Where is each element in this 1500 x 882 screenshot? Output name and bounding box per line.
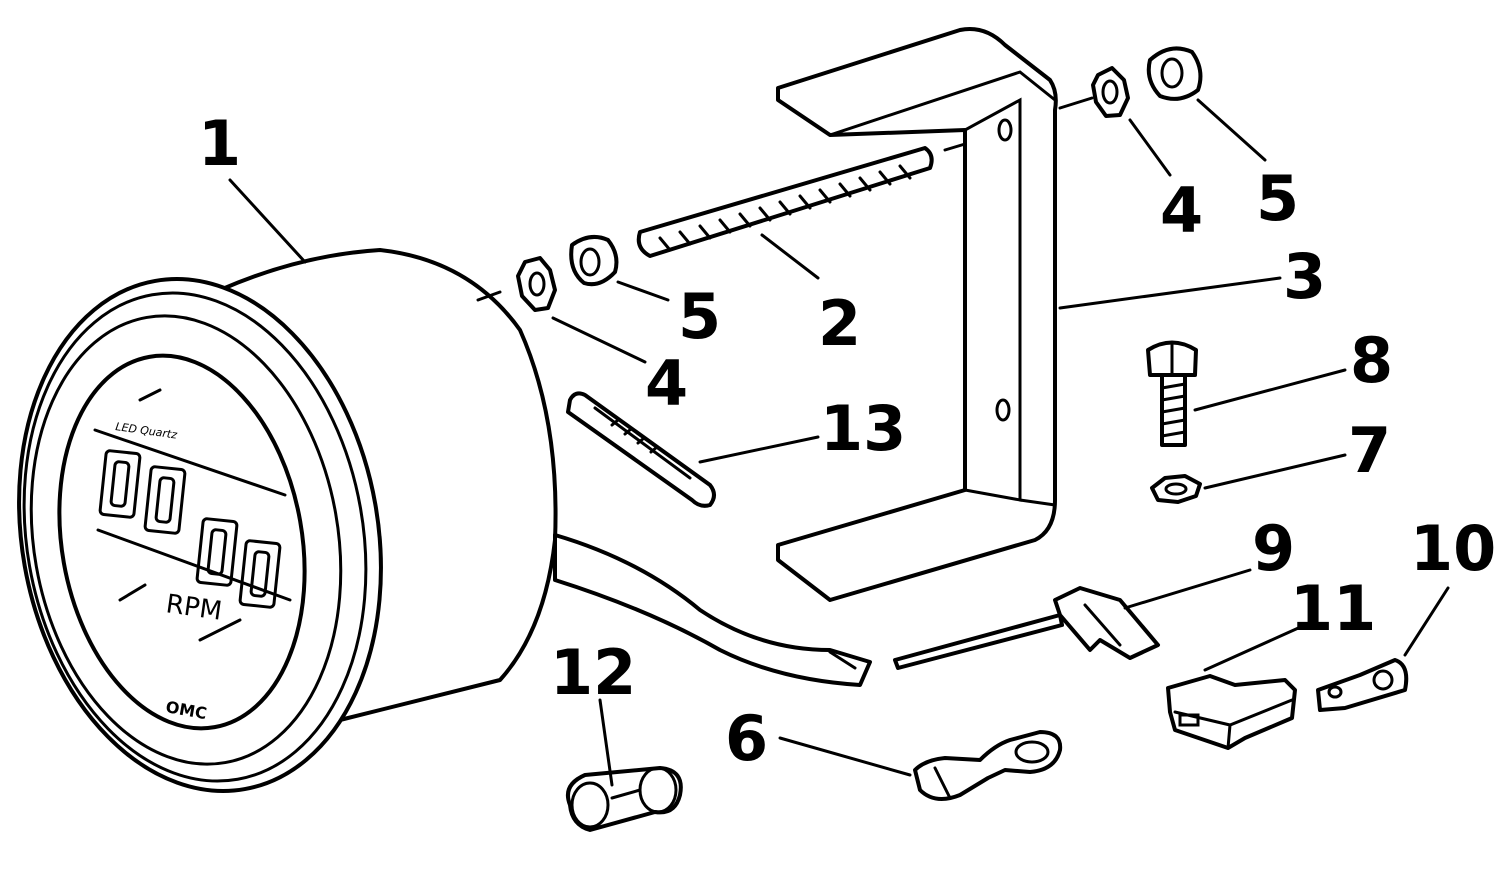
part-13-connector-pin xyxy=(566,391,716,508)
callout-4a: 4 xyxy=(645,347,688,420)
leader-lines xyxy=(228,98,1450,787)
callout-11: 11 xyxy=(1290,572,1376,645)
leader-11 xyxy=(1203,623,1307,672)
part-9-terminal-wire xyxy=(893,586,1160,670)
callout-7: 7 xyxy=(1348,414,1391,487)
callout-12: 12 xyxy=(550,636,636,709)
leader-9 xyxy=(1123,568,1252,610)
callout-10: 10 xyxy=(1410,512,1496,585)
leader-4b xyxy=(1128,118,1172,177)
leader-10 xyxy=(1403,586,1450,657)
leader-4a xyxy=(551,316,647,364)
part-5-nut-right xyxy=(1146,46,1203,101)
leader-5b xyxy=(1196,98,1267,162)
callout-3: 3 xyxy=(1283,240,1326,313)
part-4-washer-left xyxy=(516,256,557,312)
leader-gauge-stub xyxy=(476,290,502,302)
part-4-washer-right xyxy=(1058,66,1130,118)
callout-9: 9 xyxy=(1252,512,1295,585)
part-7-lock-washer xyxy=(1150,474,1202,504)
part-5-nut-left xyxy=(569,234,619,287)
leader-8 xyxy=(1193,368,1347,412)
callout-4b: 4 xyxy=(1160,174,1203,247)
leader-3 xyxy=(1058,276,1282,310)
part-1-tachometer: LED Quartz RPM OMC xyxy=(17,248,872,793)
callout-13: 13 xyxy=(820,392,906,465)
leader-12 xyxy=(598,698,614,787)
callout-6: 6 xyxy=(725,702,768,775)
leader-2 xyxy=(760,233,820,280)
leader-1 xyxy=(228,178,307,264)
callout-1: 1 xyxy=(198,107,241,180)
leader-13 xyxy=(698,435,820,464)
callout-5b: 5 xyxy=(1256,162,1299,235)
part-6-ring-terminal xyxy=(913,730,1063,801)
part-8-screw xyxy=(1146,340,1198,447)
leader-5a xyxy=(616,280,670,302)
callout-2: 2 xyxy=(818,287,861,360)
leader-6 xyxy=(778,736,912,777)
callout-5a: 5 xyxy=(678,280,721,353)
leader-7 xyxy=(1203,453,1347,490)
part-10-ring-tab xyxy=(1316,658,1409,712)
part-12-fuse xyxy=(565,766,683,832)
callout-labels: 1 2 3 4 4 5 5 6 7 8 9 10 11 12 13 xyxy=(198,107,1496,775)
callout-8: 8 xyxy=(1350,324,1393,397)
part-2-stud xyxy=(636,133,997,258)
part-11-spade-connector xyxy=(1166,674,1297,750)
part-3-bracket xyxy=(776,27,1058,602)
